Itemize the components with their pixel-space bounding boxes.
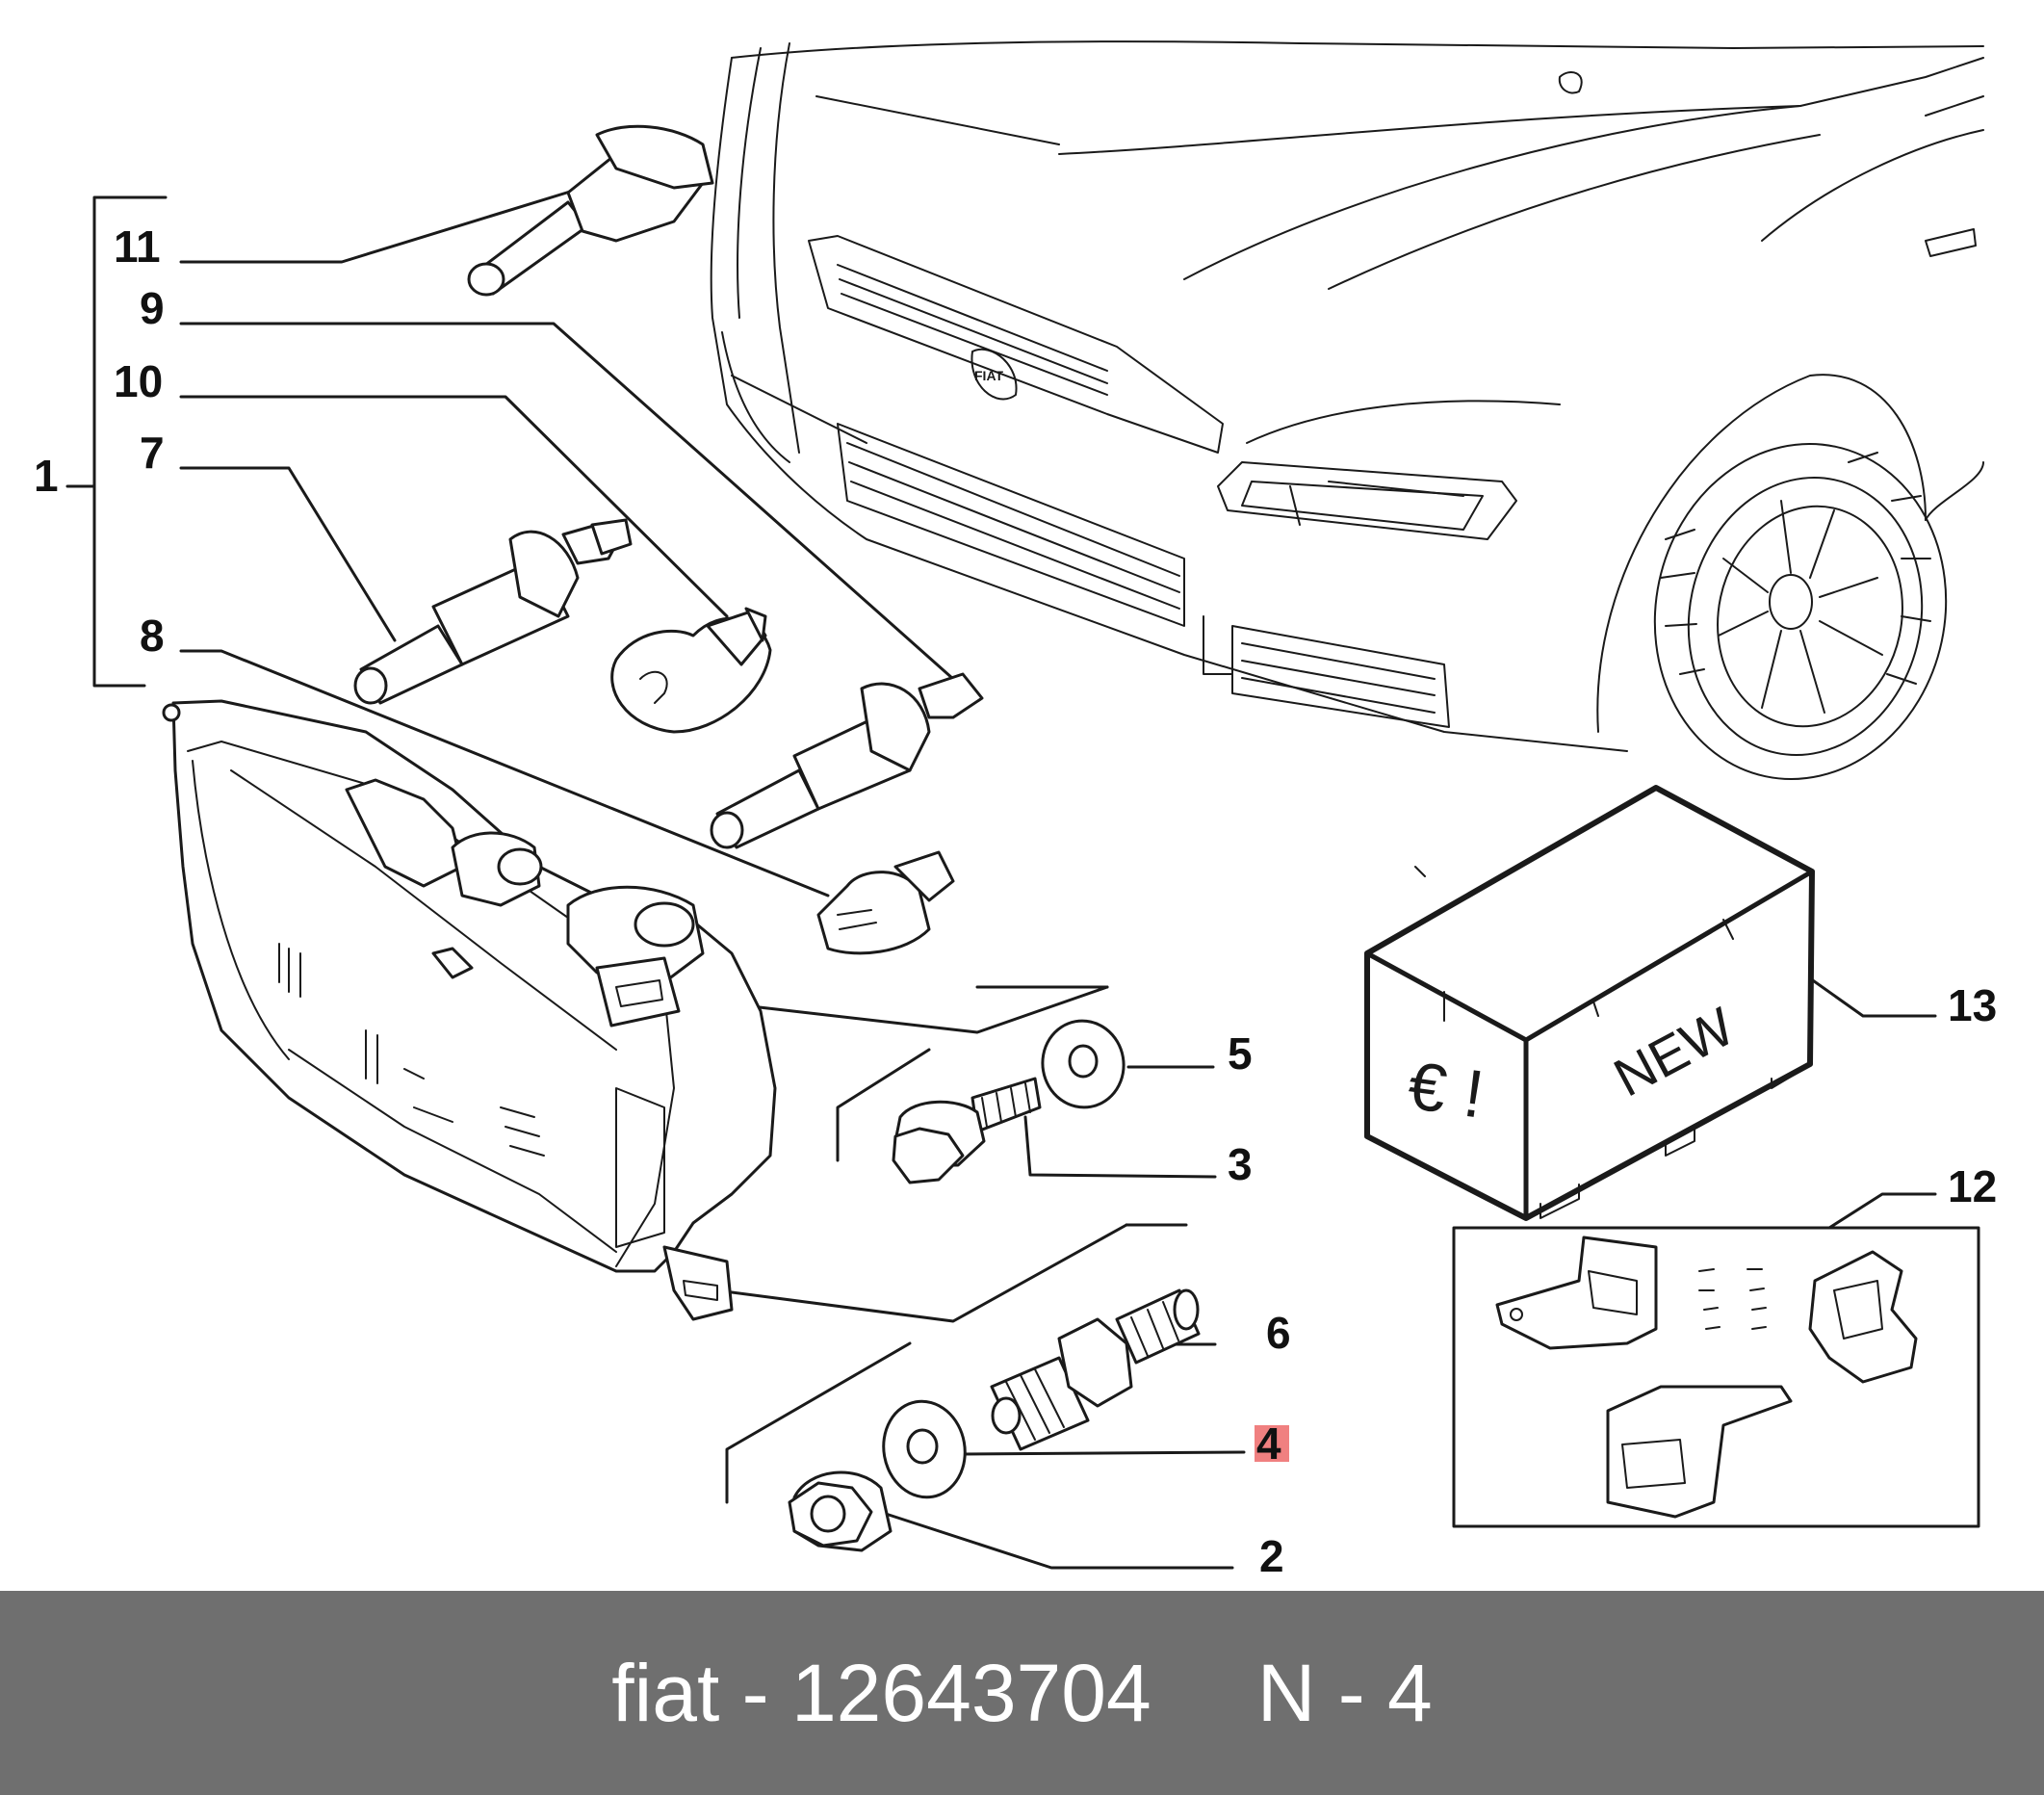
washer-4 xyxy=(882,1399,967,1499)
headlamp-assembly xyxy=(162,699,777,1321)
bulb-7 xyxy=(353,518,633,705)
callout-labels: 11 9 10 7 1 8 5 3 6 4 2 13 12 xyxy=(34,221,1997,1581)
packaging-box-13: NEW € ! xyxy=(1364,785,1815,1221)
callout-8: 8 xyxy=(140,611,165,661)
callout-13: 13 xyxy=(1948,980,1997,1030)
part-number-footer: fiat - 12643704 N - 4 xyxy=(0,1591,2044,1795)
callout-1: 1 xyxy=(34,451,59,501)
assembly-bracket xyxy=(65,195,168,688)
parts-diagram: FIAT xyxy=(34,40,1998,1581)
bulb-11 xyxy=(467,124,714,297)
kit-screws xyxy=(1698,1268,1767,1330)
callout-4: 4 xyxy=(1256,1418,1281,1469)
callout-2: 2 xyxy=(1259,1531,1284,1581)
callout-6: 6 xyxy=(1266,1308,1291,1358)
callout-7: 7 xyxy=(140,428,165,478)
screw-3 xyxy=(892,1077,1042,1184)
car-wheel-illustration xyxy=(1653,443,1948,780)
box-symbol: € ! xyxy=(1404,1048,1488,1132)
callout-5: 5 xyxy=(1228,1028,1253,1079)
stud-6 xyxy=(990,1288,1201,1451)
footer-caption: fiat - 12643704 N - 4 xyxy=(0,1591,2044,1795)
footer-part-number: fiat - 12643704 xyxy=(611,1647,1151,1738)
bulb-10 xyxy=(610,607,772,734)
fiat-badge-icon xyxy=(970,348,1018,401)
callout-9: 9 xyxy=(140,283,165,333)
car-badge-text: FIAT xyxy=(974,368,1004,383)
callout-10: 10 xyxy=(114,356,163,406)
repair-kit-12 xyxy=(1452,1226,1980,1528)
nut-2 xyxy=(788,1470,893,1552)
footer-position: N - 4 xyxy=(1256,1647,1433,1738)
washer-5 xyxy=(1041,1019,1125,1109)
bulb-8 xyxy=(816,850,955,955)
callout-4-highlight xyxy=(1255,1425,1289,1462)
bulb-9 xyxy=(710,672,984,849)
car-front-illustration: FIAT xyxy=(710,40,1984,780)
callout-12: 12 xyxy=(1948,1161,1997,1211)
callout-11: 11 xyxy=(114,221,161,272)
callout-3: 3 xyxy=(1228,1139,1253,1189)
